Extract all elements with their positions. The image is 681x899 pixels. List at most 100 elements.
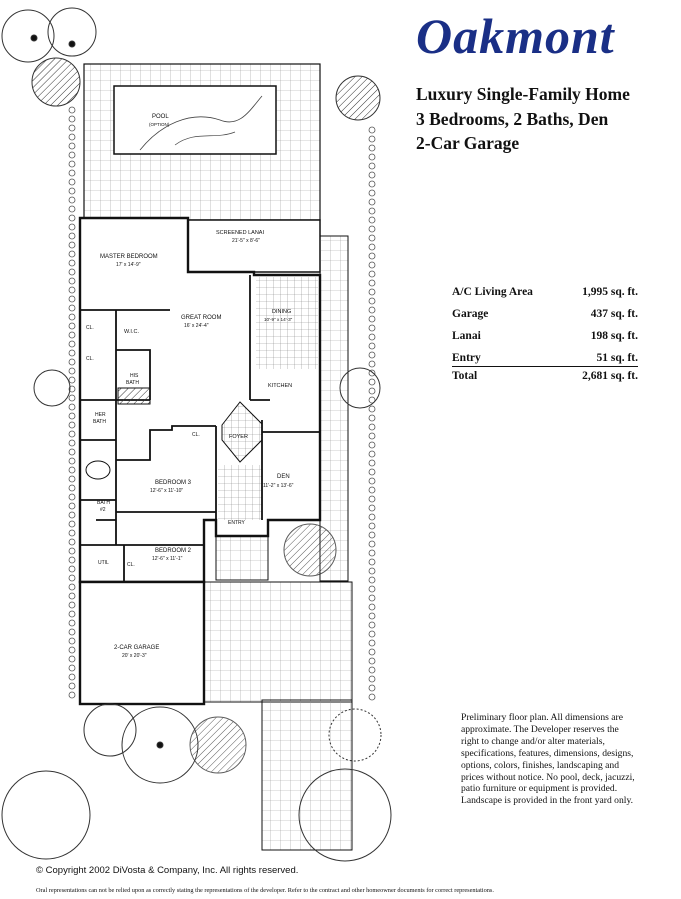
hedge-shrub <box>68 430 76 438</box>
hedge-shrub <box>68 475 76 483</box>
his-bath-label-2: BATH <box>126 380 139 386</box>
hedge-shrub <box>68 349 76 357</box>
hedge-shrub <box>68 682 76 690</box>
hedge-shrub <box>368 162 376 170</box>
her-bath-label: HER <box>95 412 106 418</box>
bedroom2-label: BEDROOM 2 <box>155 548 192 554</box>
hedge-shrub <box>68 646 76 654</box>
hedge-shrub <box>368 378 376 386</box>
area-label: Lanai <box>452 330 481 342</box>
hedge-shrub <box>368 252 376 260</box>
den-label: DEN <box>277 474 290 480</box>
note-line: Preliminary floor plan. All dimensions a… <box>461 712 623 723</box>
entry-label: ENTRY <box>228 520 246 526</box>
closet-label: CL. <box>192 432 200 438</box>
hedge-shrub <box>368 288 376 296</box>
hedge-shrub <box>368 315 376 323</box>
hedge-shrub <box>68 223 76 231</box>
hedge-shrub <box>368 639 376 647</box>
area-row: A/C Living Area 1,995 sq. ft. <box>452 281 638 303</box>
area-total-label: Total <box>452 370 478 382</box>
hedge-shrub <box>368 126 376 134</box>
hedge-shrub <box>368 216 376 224</box>
hedge-shrub <box>368 657 376 665</box>
hedge-shrub <box>368 198 376 206</box>
hedge-shrub <box>368 540 376 548</box>
disclaimer-line: Oral representations can not be relied u… <box>36 887 494 894</box>
note-line: prices without notice. No pool, deck, ja… <box>461 771 635 783</box>
lanai-dims: 21'-5" x 8'-6" <box>232 238 260 244</box>
hedge-shrub <box>368 405 376 413</box>
hedge-shrub <box>368 207 376 215</box>
his-bath-shower <box>117 387 151 405</box>
hedge-shrub <box>368 414 376 422</box>
hedge-shrub <box>68 214 76 222</box>
hedge-shrub <box>68 628 76 636</box>
hedge-shrub <box>368 666 376 674</box>
hedge-shrub <box>68 187 76 195</box>
landscape-trees <box>1 7 392 862</box>
hedge-shrub <box>68 178 76 186</box>
hedge-shrub <box>368 153 376 161</box>
bedroom3-label: BEDROOM 3 <box>155 480 192 486</box>
note-line: options, colors, finishes, landscaping a… <box>461 759 620 771</box>
hedge-shrub <box>368 450 376 458</box>
brand-title: Oakmont <box>416 8 615 64</box>
hedge-shrub <box>368 531 376 539</box>
hedge-shrub <box>68 322 76 330</box>
hedge-shrub <box>68 403 76 411</box>
hedge-shrub <box>68 367 76 375</box>
note-line: right to change and/or alter materials, <box>461 735 605 747</box>
side-walkway <box>319 235 349 582</box>
hedge-shrub <box>368 324 376 332</box>
hedge-shrub <box>368 342 376 350</box>
hedge-shrub <box>68 250 76 258</box>
note-line: specifications, features, dimensions, de… <box>461 747 634 759</box>
driveway <box>203 581 353 703</box>
hedge-shrub <box>68 133 76 141</box>
copyright-line: © Copyright 2002 DiVosta & Company, Inc.… <box>36 865 299 876</box>
hedge-shrub <box>68 556 76 564</box>
hedge-shrub <box>68 340 76 348</box>
bath2-label-2: #2 <box>100 507 106 513</box>
hedge-shrub <box>68 439 76 447</box>
hedge-shrub <box>68 313 76 321</box>
hedge-shrubs <box>68 106 376 701</box>
closet-label: CL. <box>127 562 135 568</box>
hedge-shrub <box>68 331 76 339</box>
note-line: approximate. The Developer reserves the <box>461 723 619 735</box>
hedge-shrub <box>68 484 76 492</box>
hedge-shrub <box>68 493 76 501</box>
tagline: Luxury Single-Family Home 3 Bedrooms, 2 … <box>416 82 678 156</box>
hedge-shrub <box>68 592 76 600</box>
hedge-shrub <box>68 358 76 366</box>
hedge-shrub <box>368 621 376 629</box>
hedge-shrub <box>68 169 76 177</box>
hedge-shrub <box>68 115 76 123</box>
hedge-shrub <box>368 270 376 278</box>
util-label: UTIL <box>98 560 109 566</box>
hedge-shrub <box>368 504 376 512</box>
dining-label: DINING <box>272 309 291 315</box>
wic-label: W.I.C. <box>124 329 139 335</box>
hedge-shrub <box>368 297 376 305</box>
hedge-shrub <box>368 495 376 503</box>
hedge-shrub <box>368 675 376 683</box>
hedge-shrub <box>368 693 376 701</box>
hedge-shrub <box>368 567 376 575</box>
dining-dims: 10'-9" x 14'-3" <box>264 317 293 322</box>
master-bedroom-label: MASTER BEDROOM <box>100 254 158 260</box>
area-label: A/C Living Area <box>452 286 533 298</box>
note-line: patio furniture or equipment is provided… <box>461 783 618 795</box>
floor-plan-drawing: POOL (OPTION) SCREENED LANAI 21'-5" x 8'… <box>1 7 392 862</box>
master-bedroom-dims: 17' x 14'-9" <box>116 262 141 268</box>
hedge-shrub <box>368 477 376 485</box>
entry-tile <box>218 465 262 520</box>
hedge-shrub <box>68 691 76 699</box>
hedge-shrub <box>368 261 376 269</box>
area-label: Garage <box>452 308 489 320</box>
hedge-shrub <box>68 511 76 519</box>
area-value: 1,995 sq. ft. <box>582 286 638 298</box>
area-total-row: Total 2,681 sq. ft. <box>452 366 638 386</box>
tagline-line: 2-Car Garage <box>416 133 520 153</box>
